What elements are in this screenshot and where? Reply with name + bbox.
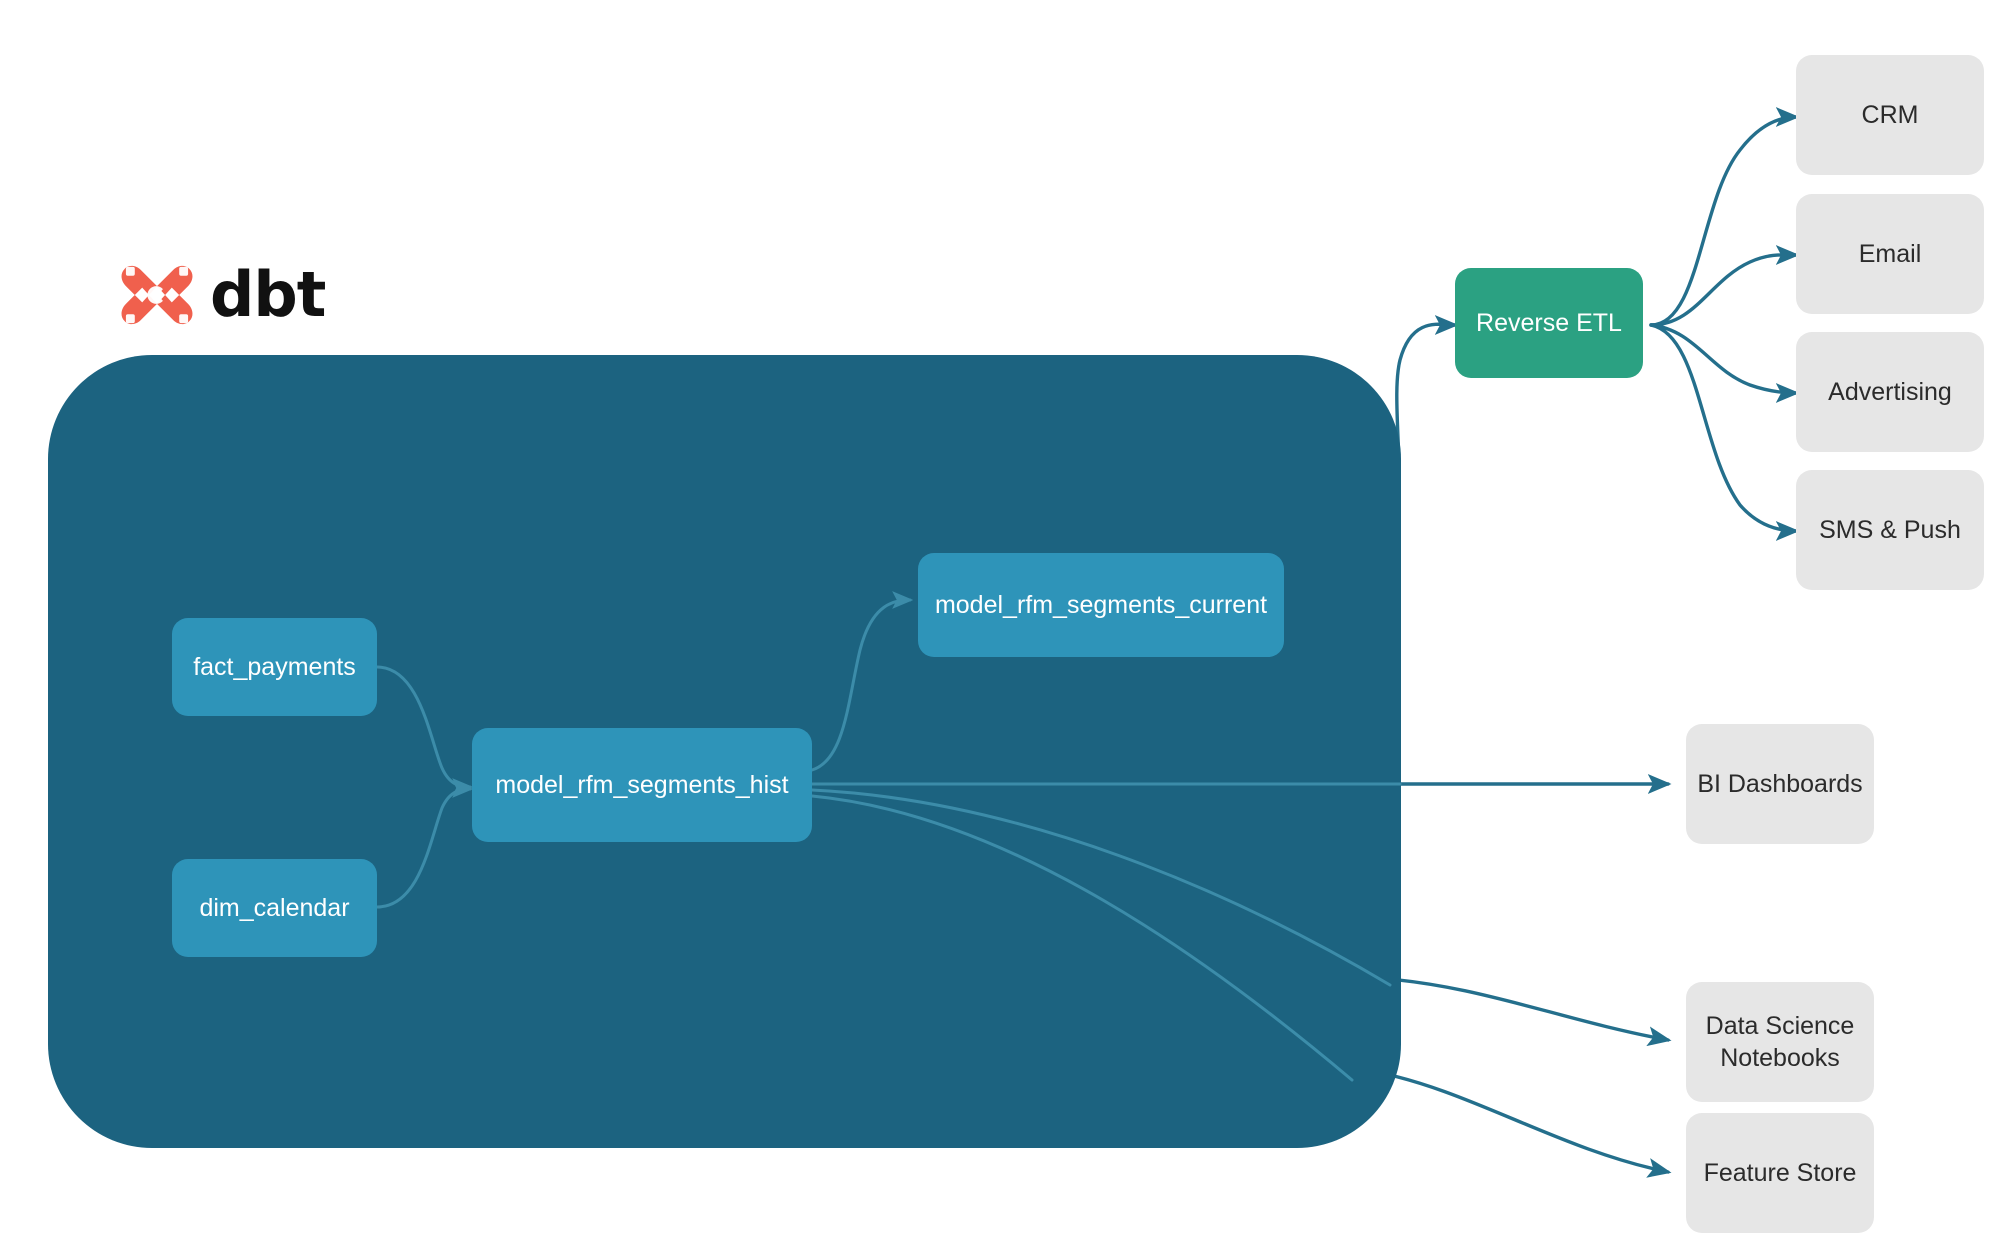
dbt-logo-icon [121, 265, 193, 325]
destination-node-label: SMS & Push [1819, 515, 1961, 544]
destination-node-email[interactable]: Email [1796, 194, 1984, 314]
destination-node-label: Advertising [1828, 377, 1952, 406]
model-node-label: model_rfm_segments_hist [495, 770, 789, 799]
destination-node-sms-push[interactable]: SMS & Push [1796, 470, 1984, 590]
edge-hist-to-data-science-notebooks [1374, 976, 1672, 1047]
consumer-node-feature-store[interactable]: Feature Store [1686, 1113, 1874, 1233]
edge-reverse-etl-to-sms-push [1649, 323, 1800, 541]
reverse-etl-label: Reverse ETL [1476, 308, 1622, 337]
consumer-node-data-science-notebooks[interactable]: Data Science Notebooks [1686, 982, 1874, 1102]
consumer-node-bi-dashboards[interactable]: BI Dashboards [1686, 724, 1874, 844]
model-node-label: fact_payments [193, 652, 356, 681]
edge-reverse-etl-to-crm [1649, 107, 1800, 327]
edge-reverse-etl-to-email [1649, 245, 1800, 327]
dbt-wordmark: dbt [210, 258, 326, 331]
destination-node-label: CRM [1861, 100, 1919, 129]
destination-node-label: Email [1858, 239, 1922, 268]
dbt-logo: dbt [120, 258, 326, 332]
consumer-node-label: Feature Store [1703, 1158, 1857, 1187]
destination-node-crm[interactable]: CRM [1796, 55, 1984, 175]
model-node-fact-payments[interactable]: fact_payments [172, 618, 377, 716]
consumer-node-label-line1: Data Science [1705, 1011, 1855, 1040]
consumer-node-label-line2: Notebooks [1720, 1044, 1840, 1072]
consumer-node-label: BI Dashboards [1697, 769, 1863, 798]
model-node-rfm-segments-current[interactable]: model_rfm_segments_current [918, 553, 1284, 657]
model-node-rfm-segments-hist[interactable]: model_rfm_segments_hist [472, 728, 812, 842]
edge-reverse-etl-to-advertising [1649, 323, 1800, 403]
edge-hist-to-feature-store [1374, 1070, 1672, 1178]
destination-node-advertising[interactable]: Advertising [1796, 332, 1984, 452]
model-node-dim-calendar[interactable]: dim_calendar [172, 859, 377, 957]
model-node-label: model_rfm_segments_current [934, 590, 1268, 619]
model-node-label: dim_calendar [199, 893, 350, 922]
reverse-etl-node[interactable]: Reverse ETL [1455, 268, 1643, 378]
